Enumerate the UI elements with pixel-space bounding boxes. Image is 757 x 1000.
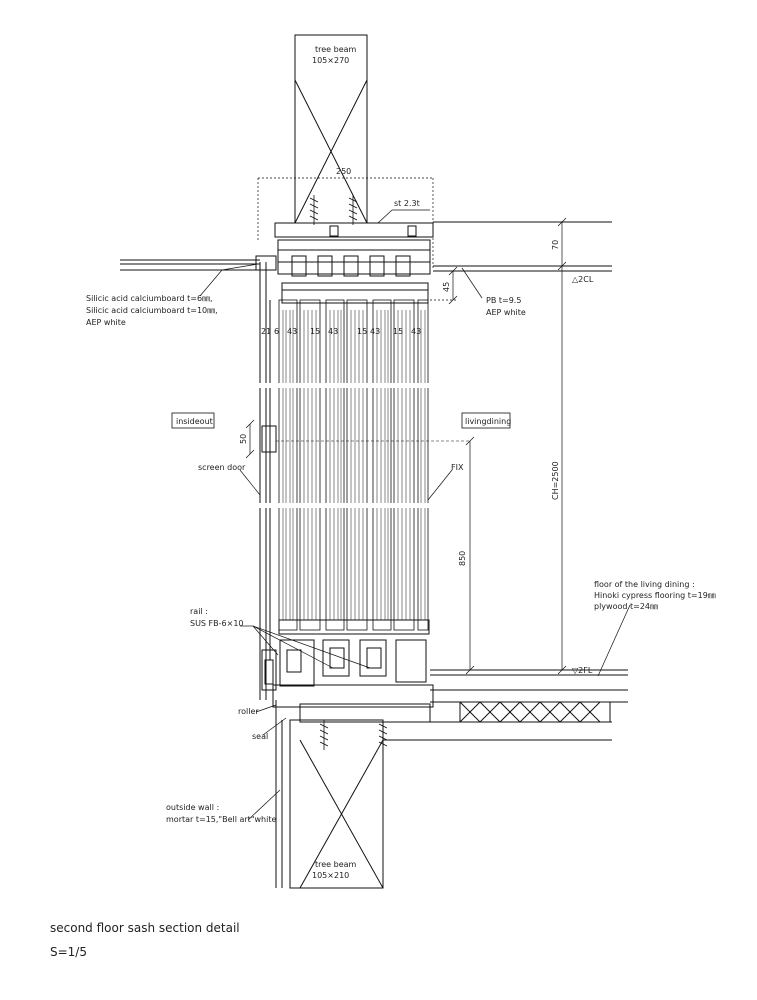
fix-label: FIX — [451, 463, 464, 472]
annotations: tree beam 105×270 tree beam 105×210 250 … — [86, 45, 716, 880]
glass-lines — [282, 310, 426, 620]
top-screws — [309, 195, 358, 225]
pb-label-1: PB t=9.5 — [486, 296, 521, 305]
dim-row-3: 15 — [310, 327, 320, 336]
dim-50: 50 — [239, 434, 248, 444]
ceiling-board-label-3: AEP white — [86, 318, 126, 327]
outside-wall-label-1: outside wall : — [166, 803, 219, 812]
dim-row-6: 43 — [370, 327, 380, 336]
dimension-50 — [245, 419, 255, 459]
screen-door — [255, 255, 277, 700]
dim-row-1: 6 — [274, 327, 279, 336]
rail-label-1: rail : — [190, 607, 208, 616]
screen-door-label: screen door — [198, 463, 246, 472]
insideout-box — [171, 412, 215, 429]
dimension-850 — [465, 436, 475, 675]
dim-850: 850 — [458, 551, 467, 566]
floor-label-2: Hinoki cypress flooring t=19㎜ — [594, 591, 716, 600]
dim-row-0: 21 — [261, 327, 271, 336]
beam-top-label-2: 105×270 — [312, 56, 349, 65]
dim-row-2: 43 — [287, 327, 297, 336]
outside-wall-label-2: mortar t=15,"Bell art"white — [166, 815, 276, 824]
insideout-label: insideout — [176, 417, 213, 426]
dim-row-4: 43 — [328, 327, 338, 336]
dimension-45 — [430, 266, 458, 305]
beam-bottom-label-2: 105×210 — [312, 871, 349, 880]
dim-ch: CH=2500 — [551, 461, 560, 500]
pb-label-2: AEP white — [486, 308, 526, 317]
drawing-scale: S=1/5 — [50, 945, 87, 959]
dim-row-7: 15 — [393, 327, 403, 336]
ceiling-board-label-2: Silicic acid calciumboard t=10㎜, — [86, 306, 218, 315]
cl-label: △2CL — [572, 275, 594, 284]
drawing-title: second floor sash section detail — [50, 921, 240, 935]
sash-panels — [278, 299, 429, 631]
livingdining-label: livingdining — [465, 417, 511, 426]
bottom-sill — [261, 619, 434, 723]
seal-label: seal — [252, 732, 268, 741]
floor-label-3: plywood t=24㎜ — [594, 602, 658, 611]
dim-row-5: 15 — [357, 327, 367, 336]
fl-label: ▽2FL — [572, 666, 593, 675]
livingdining-box — [461, 412, 511, 429]
ceiling-left — [120, 259, 260, 271]
floor-living-dining — [383, 669, 628, 741]
dim-70: 70 — [551, 240, 560, 250]
dim-45: 45 — [442, 282, 451, 292]
rail-label-2: SUS FB-6×10 — [190, 619, 244, 628]
dim-250: 250 — [336, 167, 351, 176]
ceiling-right — [433, 221, 612, 272]
bottom-tree-beam — [275, 700, 384, 889]
rail-leaders — [240, 625, 371, 669]
head-frame — [274, 222, 434, 304]
ceiling-board-label-1: Silicic acid calciumboard t=6㎜, — [86, 294, 213, 303]
st-label: st 2.3t — [394, 199, 420, 208]
dimension-ch — [557, 266, 567, 675]
beam-bottom-label-1: tree beam — [315, 860, 357, 869]
dim-row-8: 43 — [411, 327, 421, 336]
roller-label: roller — [238, 707, 259, 716]
bottom-screws — [319, 720, 388, 750]
beam-top-label-1: tree beam — [315, 45, 357, 54]
floor-label-1: floor of the living dining : — [594, 580, 695, 589]
